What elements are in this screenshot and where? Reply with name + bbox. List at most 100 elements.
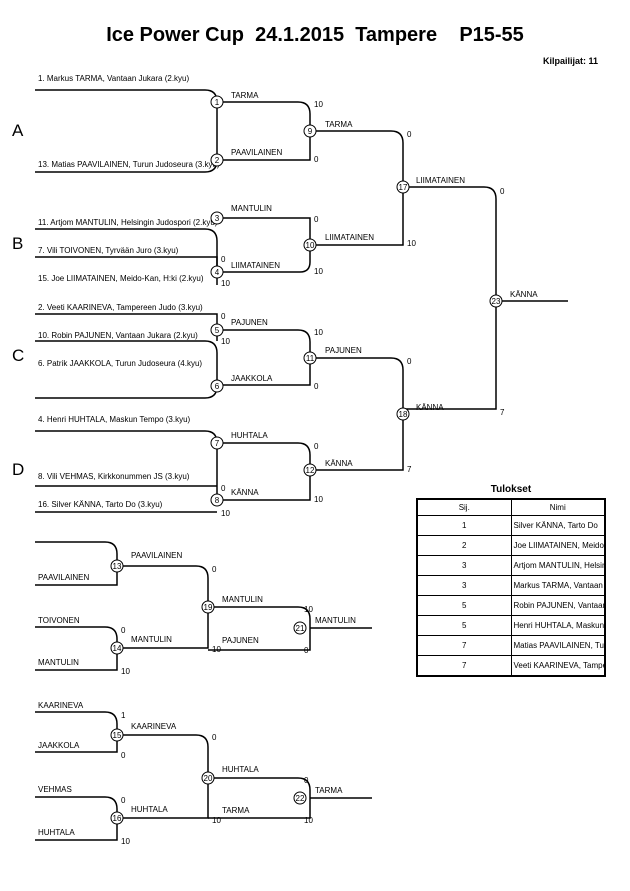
score: 0 bbox=[121, 626, 126, 635]
score: 0 bbox=[221, 255, 226, 264]
score: 10 bbox=[121, 667, 130, 676]
match-9-node: 9 bbox=[303, 124, 317, 138]
score: 10 bbox=[212, 816, 221, 825]
score: 0 bbox=[221, 484, 226, 493]
place-header: Sij. bbox=[416, 498, 512, 516]
name-cell: Veeti KAARINEVA, Tampereen Judo bbox=[510, 655, 606, 677]
match-number: 5 bbox=[215, 326, 220, 335]
match-23-winner: KÄNNA bbox=[510, 290, 538, 299]
rep-16-top: VEHMAS bbox=[38, 785, 72, 794]
name-header: Nimi bbox=[510, 498, 606, 516]
match-17-node: 17 bbox=[396, 180, 410, 194]
rep-16-bottom: HUHTALA bbox=[38, 828, 75, 837]
score: 0 bbox=[500, 187, 505, 196]
rep-14-bottom: MANTULIN bbox=[38, 658, 79, 667]
place-cell: 3 bbox=[416, 555, 512, 576]
name-cell: Silver KÄNNA, Tarto Do bbox=[510, 515, 606, 536]
page-title: Ice Power Cup 24.1.2015 Tampere P15-55 bbox=[106, 24, 524, 46]
score: 0 bbox=[304, 646, 309, 655]
score: 10 bbox=[221, 279, 230, 288]
match-20-node: 20 bbox=[201, 771, 215, 785]
match-3-node: 3 bbox=[210, 211, 224, 225]
match-number: 18 bbox=[399, 410, 408, 419]
match-13-node: 13 bbox=[110, 559, 124, 573]
match-6-winner: JAAKKOLA bbox=[231, 374, 273, 383]
entry-8: 8. Vili VEHMAS, Kirkkonummen JS (3.kyu) bbox=[38, 472, 190, 481]
match-numbers: 1 2 3 4 5 6 7 8 9 10 11 12 17 18 23 13 1… bbox=[110, 95, 503, 825]
pool-d-label: D bbox=[12, 460, 25, 479]
match-number: 13 bbox=[113, 562, 122, 571]
match-8-winner: KÄNNA bbox=[231, 488, 259, 497]
place-cell: 2 bbox=[416, 535, 512, 556]
bracket-lines bbox=[35, 89, 568, 841]
rep-22-winner: TARMA bbox=[315, 786, 343, 795]
score: 10 bbox=[212, 645, 221, 654]
name-cell: Markus TARMA, Vantaan Jukara bbox=[510, 575, 606, 596]
match-19-node: 19 bbox=[201, 600, 215, 614]
entry-16: 16. Silver KÄNNA, Tarto Do (3.kyu) bbox=[38, 500, 163, 509]
match-12-winner: KÄNNA bbox=[325, 459, 353, 468]
match-4-winner: LIIMATAINEN bbox=[231, 261, 280, 270]
match-22-node: 22 bbox=[293, 791, 307, 805]
score: 10 bbox=[314, 328, 323, 337]
results-title: Tulokset bbox=[490, 484, 532, 495]
name-cell: Robin PAJUNEN, Vantaan Jukara bbox=[510, 595, 606, 616]
rep-16-winner: HUHTALA bbox=[131, 805, 168, 814]
score: 7 bbox=[500, 408, 505, 417]
score: 0 bbox=[314, 155, 319, 164]
entry-13: 13. Matias PAAVILAINEN, Turun Judoseura … bbox=[38, 160, 220, 169]
match-number: 9 bbox=[308, 127, 313, 136]
match-number: 19 bbox=[204, 603, 213, 612]
entry-11: 11. Artjom MANTULIN, Helsingin Judospori… bbox=[38, 218, 218, 227]
match-2-winner: PAAVILAINEN bbox=[231, 148, 283, 157]
match-number: 14 bbox=[113, 644, 122, 653]
match-number: 20 bbox=[204, 774, 213, 783]
entry-6: 6. Patrik JAAKKOLA, Turun Judoseura (4.k… bbox=[38, 359, 202, 368]
rep-13-competitor: PAAVILAINEN bbox=[38, 573, 90, 582]
match-1-winner: TARMA bbox=[231, 91, 259, 100]
pool-a-label: A bbox=[12, 121, 24, 140]
rep-13-winner: PAAVILAINEN bbox=[131, 551, 183, 560]
match-17-winner: LIIMATAINEN bbox=[416, 176, 465, 185]
match-7-winner: HUHTALA bbox=[231, 431, 268, 440]
rep-15-winner: KAARINEVA bbox=[131, 722, 177, 731]
rep-15-top: KAARINEVA bbox=[38, 701, 84, 710]
place-cell: 1 bbox=[416, 515, 512, 536]
score: 0 bbox=[212, 565, 217, 574]
match-number: 4 bbox=[215, 268, 220, 277]
name-cell: Artjom MANTULIN, Helsingin Judosport bbox=[510, 555, 606, 576]
rep-22-competitor: TARMA bbox=[222, 806, 250, 815]
match-number: 17 bbox=[399, 183, 408, 192]
rep-20-winner: HUHTALA bbox=[222, 765, 259, 774]
results-header-row: Sij. Nimi bbox=[416, 498, 606, 516]
match-number: 10 bbox=[306, 241, 315, 250]
match-5-winner: PAJUNEN bbox=[231, 318, 268, 327]
match-8-node: 8 bbox=[210, 493, 224, 507]
entry-1: 1. Markus TARMA, Vantaan Jukara (2.kyu) bbox=[38, 74, 190, 83]
match-18-winner: KÄNNA bbox=[416, 403, 444, 412]
match-5-node: 5 bbox=[210, 323, 224, 337]
score: 0 bbox=[314, 382, 319, 391]
match-15-node: 15 bbox=[110, 728, 124, 742]
match-10-node: 10 bbox=[303, 238, 317, 252]
score: 7 bbox=[407, 465, 412, 474]
match-number: 7 bbox=[215, 439, 220, 448]
match-2-node: 2 bbox=[210, 153, 224, 167]
name-cell: Matias PAAVILAINEN, Turun Judoseura bbox=[510, 635, 606, 656]
score: 0 bbox=[121, 751, 126, 760]
match-9-winner: TARMA bbox=[325, 120, 353, 129]
match-11-node: 11 bbox=[303, 351, 317, 365]
match-number: 11 bbox=[306, 354, 315, 363]
place-cell: 7 bbox=[416, 655, 512, 677]
score: 10 bbox=[304, 816, 313, 825]
competitor-count: Kilpailijat: 11 bbox=[542, 56, 598, 66]
score: 0 bbox=[212, 733, 217, 742]
rep-14-winner: MANTULIN bbox=[131, 635, 172, 644]
entry-15: 15. Joe LIIMATAINEN, Meido-Kan, H:ki (2.… bbox=[38, 274, 204, 283]
match-14-node: 14 bbox=[110, 641, 124, 655]
